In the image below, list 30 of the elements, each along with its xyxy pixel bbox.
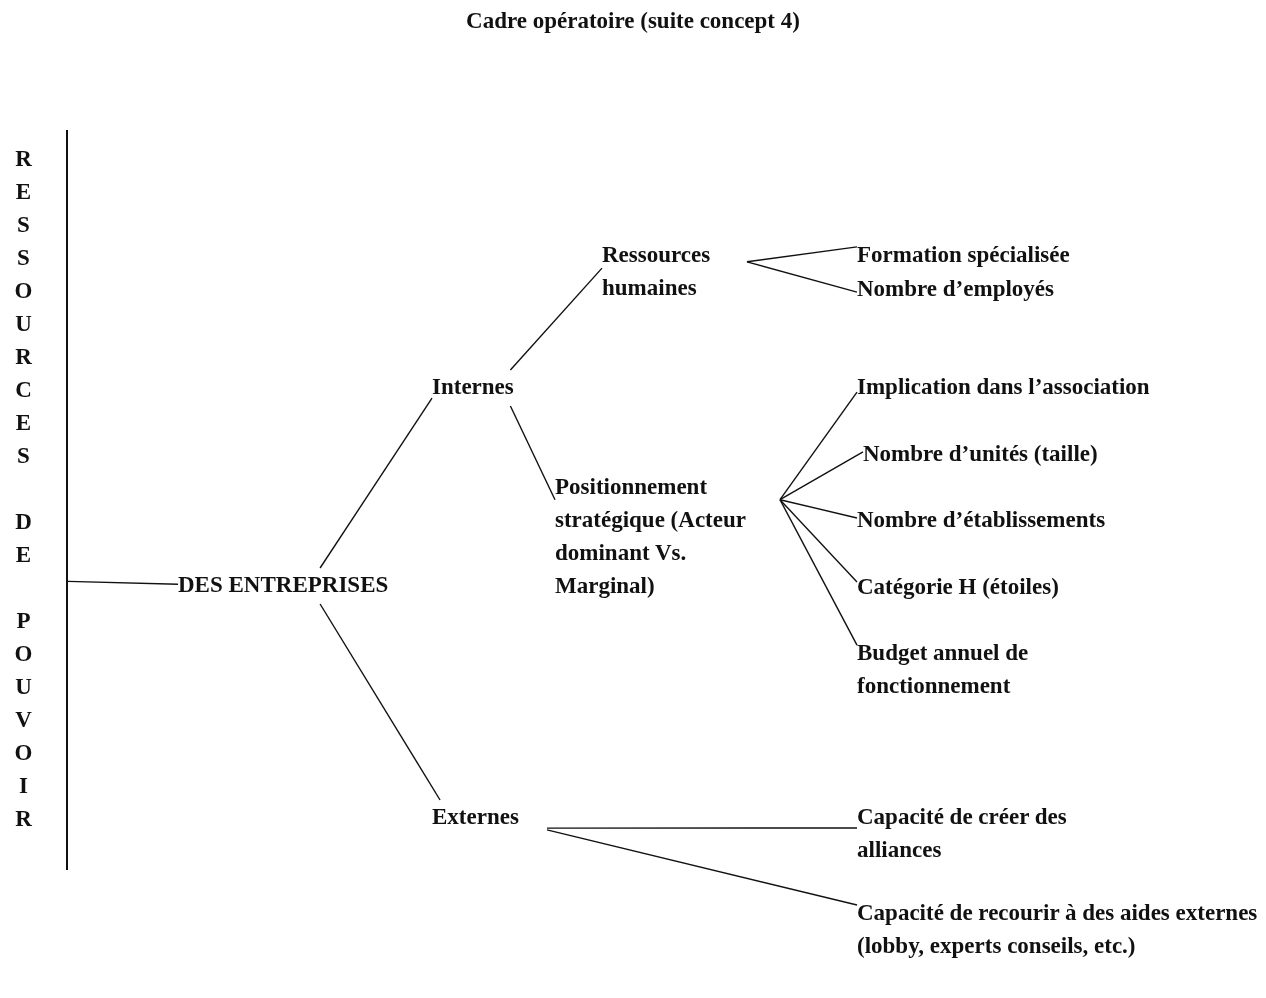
- node-label: Formation spécialisée: [857, 241, 1071, 269]
- node-label: Nombre d’unités (taille): [863, 440, 1099, 468]
- node-label: Budget annuel de fonctionnement: [857, 639, 1030, 700]
- node-label: Internes: [432, 373, 515, 401]
- connector-line: [319, 603, 441, 801]
- node-label: Positionnement stratégique (Acteur dominant Vs. Marginal): [555, 473, 747, 600]
- node-label: Externes: [432, 803, 520, 831]
- node-label: DES ENTREPRISES: [178, 571, 390, 599]
- connector-line: [779, 499, 858, 519]
- connector-line: [779, 451, 864, 501]
- node-label: Capacité de créer des alliances: [857, 803, 1068, 864]
- connector-line: [509, 267, 603, 371]
- connector-line: [509, 405, 556, 501]
- node-label: Ressources humaines: [602, 241, 712, 302]
- connector-line: [546, 827, 858, 829]
- node-label: Implication dans l’association: [857, 373, 1151, 401]
- connector-line: [779, 391, 858, 501]
- node-label: Nombre d’établissements: [857, 506, 1107, 534]
- vertical-heading: RESSOURCES DE POUVOIR: [13, 145, 34, 833]
- connector-line: [319, 397, 433, 569]
- connector-line: [779, 499, 858, 646]
- node-label: Catégorie H (étoiles): [857, 573, 1060, 601]
- connector-line: [746, 246, 858, 263]
- connector-line: [67, 580, 179, 585]
- node-label: Capacité de recourir à des aides externes (lobby, experts conseils, etc.): [857, 899, 1259, 960]
- connector-line: [746, 261, 858, 293]
- diagram-title: Cadre opératoire (suite concept 4): [465, 8, 801, 34]
- node-label: Nombre d’employés: [857, 275, 1055, 303]
- connector-line: [546, 829, 858, 906]
- connector-line: [779, 499, 858, 583]
